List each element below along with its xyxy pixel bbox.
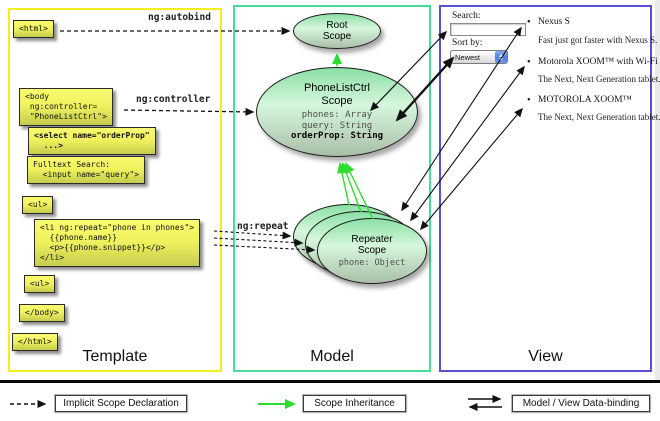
- list-item-name: Nexus S: [538, 17, 570, 27]
- legend-label-scope-inheritance: Scope Inheritance: [302, 394, 407, 413]
- legend-label-implicit-scope: Implicit Scope Declaration: [54, 394, 188, 413]
- list-item-desc: The Next, Next Generation tablet.: [538, 112, 660, 122]
- code-html-close: </html>: [12, 333, 58, 351]
- code-fulltext-search: Fulltext Search: <input name="query">: [27, 156, 145, 184]
- model-section-label: Model: [310, 348, 354, 365]
- list-item-name: MOTOROLA XOOM™: [538, 95, 632, 105]
- bullet-icon: •: [527, 95, 531, 106]
- select-stepper-icon: [494, 51, 507, 63]
- list-item-name: Motorola XOOM™ with Wi-Fi: [538, 57, 658, 67]
- label-ng-autobind: ng:autobind: [148, 12, 211, 23]
- bullet-icon: •: [527, 57, 531, 68]
- sort-by-label: Sort by:: [452, 38, 483, 48]
- repeater-scope-title: Repeater Scope: [351, 233, 393, 256]
- page-gutter: [655, 0, 660, 380]
- attr-orderprop: orderProp: String: [290, 131, 384, 142]
- template-section-label: Template: [82, 348, 148, 365]
- repeater-scope-ellipse: Repeater Scope phone: Object: [317, 218, 427, 284]
- code-select-orderprop: <select name="orderProp" ...>: [28, 127, 156, 155]
- search-label: Search:: [452, 11, 481, 21]
- phonelistctrl-scope-title: PhoneListCtrl Scope: [303, 82, 371, 107]
- attr-phone: phone: Object: [338, 257, 406, 268]
- search-input[interactable]: [450, 23, 526, 36]
- legend-label-data-binding: Model / View Data-binding: [511, 394, 651, 413]
- code-li-ngrepeat: <li ng:repeat="phone in phones"> {{phone…: [34, 219, 201, 267]
- attr-query: query: String: [301, 120, 373, 131]
- root-scope-title: Root Scope: [322, 19, 352, 42]
- list-item-desc: Fast just got faster with Nexus S.: [538, 35, 658, 45]
- code-ul-open: <ul>: [22, 196, 54, 214]
- phonelistctrl-scope-ellipse: PhoneListCtrl Scope phones: Array query:…: [256, 67, 418, 157]
- view-section-label: View: [528, 348, 563, 365]
- code-ul-close: <ul>: [24, 275, 56, 293]
- sort-select-value: Newest: [455, 52, 481, 62]
- legend-divider: [0, 380, 660, 383]
- code-html-open: <html>: [13, 20, 54, 38]
- list-item-desc: The Next, Next Generation tablet.: [538, 74, 660, 84]
- attr-phones: phones: Array: [301, 110, 373, 121]
- code-body-close: </body>: [19, 304, 65, 322]
- code-body-open: <body ng:controller= "PhoneListCtrl">: [19, 88, 113, 126]
- root-scope-ellipse: Root Scope: [293, 13, 381, 49]
- label-ng-repeat: ng:repeat: [237, 221, 289, 232]
- model-section: Model: [233, 5, 431, 372]
- label-ng-controller: ng:controller: [136, 94, 211, 105]
- sort-select[interactable]: Newest: [450, 50, 508, 64]
- bullet-icon: •: [527, 17, 531, 28]
